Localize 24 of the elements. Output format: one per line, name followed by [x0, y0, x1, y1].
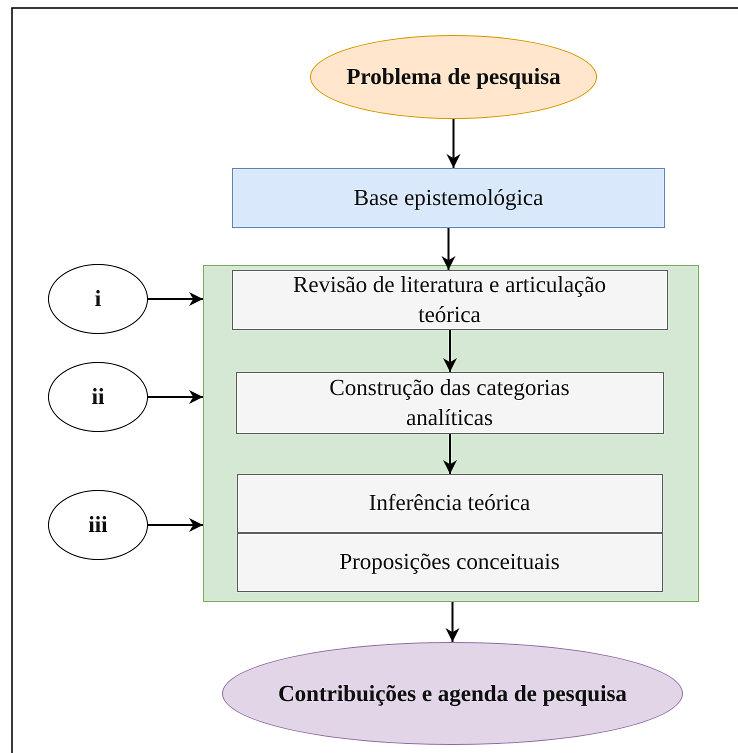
- arrow: [148, 518, 203, 532]
- group-container: [203, 265, 699, 602]
- process-box: [232, 270, 668, 330]
- arrow: [446, 119, 460, 168]
- node-label: Proposições conceituais: [339, 548, 560, 576]
- arrow: [148, 292, 203, 306]
- process-box: [236, 372, 664, 434]
- process-box: [232, 168, 665, 228]
- node-label: iii: [88, 511, 108, 540]
- node-label: Base epistemológica: [354, 184, 544, 212]
- arrow: [446, 602, 460, 642]
- arrow: [443, 330, 457, 372]
- node-label: Inferência teórica: [368, 489, 530, 518]
- node-label: Contribuições e agenda de pesquisa: [278, 680, 627, 708]
- process-box: [236, 474, 662, 532]
- arrow: [443, 434, 457, 474]
- node-label: Problema de pesquisa: [346, 63, 561, 92]
- node-label: i: [94, 285, 102, 314]
- arrow: [148, 390, 203, 404]
- node-label: Construção das categorias analíticas: [328, 374, 571, 432]
- arrow: [442, 228, 456, 270]
- node-label: ii: [92, 383, 104, 412]
- node-label: Revisão de literatura e articulação teórica: [292, 270, 607, 328]
- process-box: [236, 532, 662, 592]
